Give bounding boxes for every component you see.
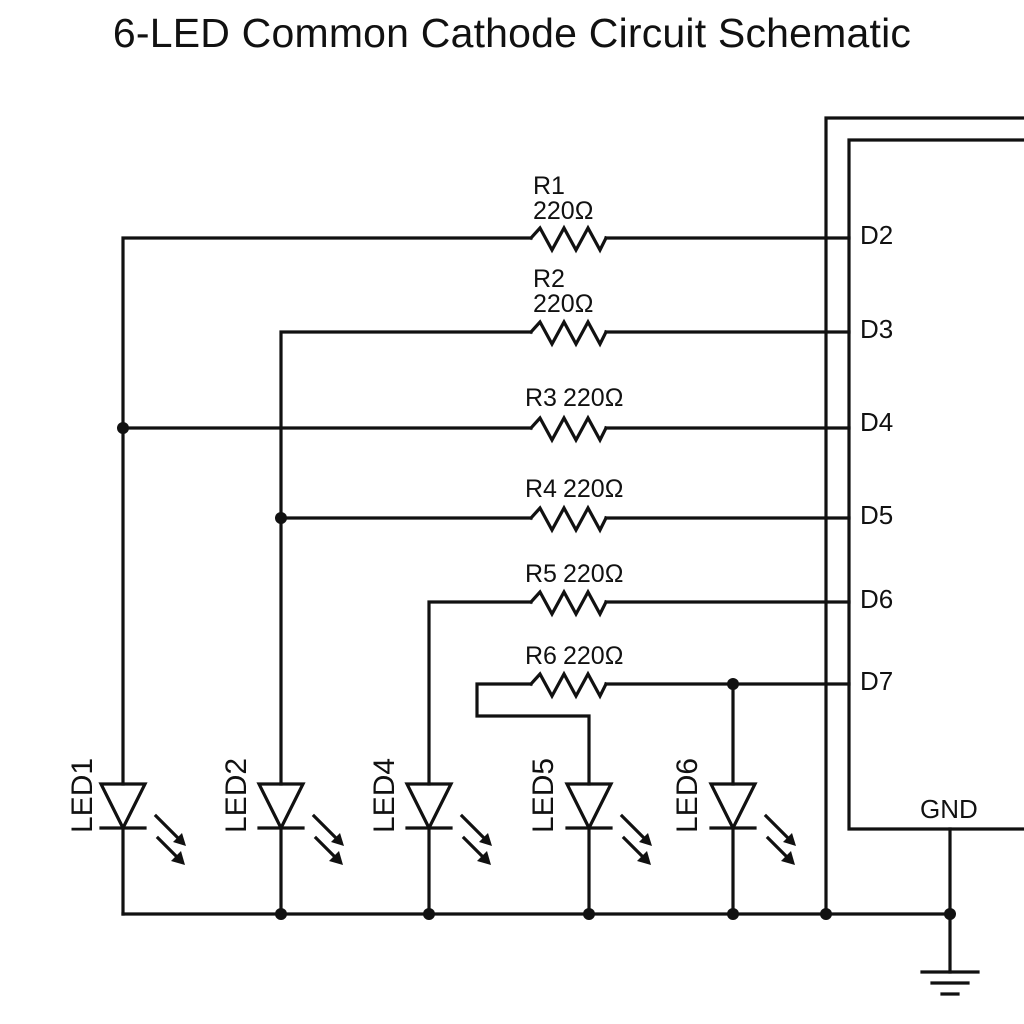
resistor-value-r6: 220Ω — [563, 642, 623, 670]
led-label-4: LED4 — [368, 758, 401, 833]
resistor-name-r4: R4 — [525, 475, 557, 503]
resistor-name-r6: R6 — [525, 642, 557, 670]
diagram-title: 6-LED Common Cathode Circuit Schematic — [112, 10, 912, 56]
pin-label-d6: D6 — [860, 584, 893, 614]
pin-label-d4: D4 — [860, 407, 893, 437]
resistor-value-r3: 220Ω — [563, 384, 623, 412]
resistor-name-r2: R2 — [533, 265, 565, 293]
junction-dot — [944, 908, 956, 920]
resistor-r5 — [528, 588, 609, 618]
led-label-5: LED5 — [527, 758, 560, 833]
resistor-name-r5: R5 — [525, 560, 557, 588]
junction-dot — [727, 678, 739, 690]
junction-dot — [423, 908, 435, 920]
resistor-r2 — [528, 318, 609, 348]
board-inner-outline — [847, 138, 1024, 831]
resistor-r4 — [528, 504, 609, 534]
resistor-value-r4: 220Ω — [563, 475, 623, 503]
resistor-name-r3: R3 — [525, 384, 557, 412]
resistor-value-r2: 220Ω — [533, 290, 593, 318]
resistor-value-r1: 220Ω — [533, 197, 593, 225]
wire-d6 — [427, 588, 851, 786]
resistor-r1 — [528, 224, 609, 254]
resistor-name-r1: R1 — [533, 172, 565, 200]
junction-dot — [583, 908, 595, 920]
pin-label-d3: D3 — [860, 314, 893, 344]
pin-label-d2: D2 — [860, 220, 893, 250]
led-2-symbol — [256, 782, 344, 916]
led-label-6: LED6 — [671, 758, 704, 833]
junction-dot — [275, 512, 287, 524]
led-label-2: LED2 — [220, 758, 253, 833]
resistor-r3 — [528, 414, 609, 444]
led-6-symbol — [708, 782, 796, 916]
junction-dots — [117, 422, 956, 920]
led-5-symbol — [564, 782, 652, 916]
led-1-symbol — [98, 782, 186, 916]
led-label-1: LED1 — [66, 758, 99, 833]
wire-d5 — [279, 504, 851, 534]
junction-dot — [275, 908, 287, 920]
junction-dot — [727, 908, 739, 920]
resistor-r6 — [528, 670, 609, 700]
ground-symbol — [920, 970, 980, 996]
wire-d2 — [121, 224, 851, 786]
gnd-pin-label: GND — [920, 794, 978, 824]
board-outer-outline — [824, 116, 1024, 917]
resistor-value-r5: 220Ω — [563, 560, 623, 588]
wire-d4 — [121, 414, 851, 444]
junction-dot — [820, 908, 832, 920]
wire-d3 — [279, 318, 851, 786]
junction-dot — [117, 422, 129, 434]
pin-label-d5: D5 — [860, 500, 893, 530]
led-4-symbol — [404, 782, 492, 916]
pin-label-d7: D7 — [860, 666, 893, 696]
